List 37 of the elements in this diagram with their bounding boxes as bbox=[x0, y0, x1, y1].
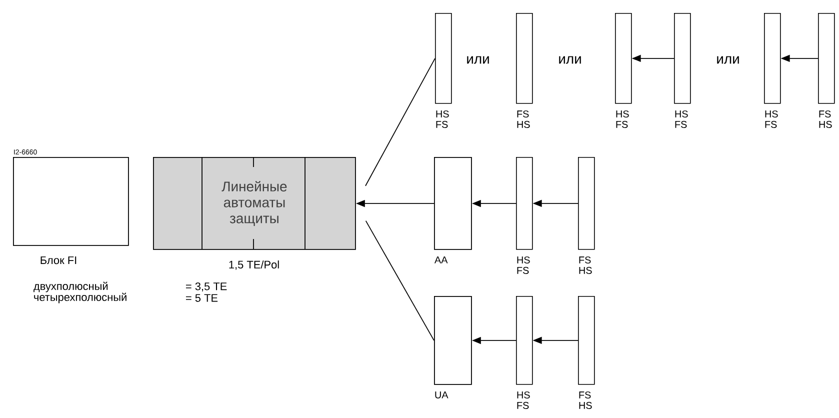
module-caption: HS FS bbox=[436, 110, 449, 128]
module-bar bbox=[764, 13, 781, 104]
module-caption: HS FS bbox=[765, 110, 778, 128]
module-bar bbox=[674, 13, 691, 104]
connector-line bbox=[365, 58, 436, 186]
module-bar bbox=[578, 157, 595, 250]
module-bar bbox=[818, 13, 835, 104]
module-box bbox=[13, 157, 129, 246]
breaker-module-box: Линейные автоматы защиты bbox=[153, 156, 356, 250]
module-caption: Блок FI bbox=[40, 256, 76, 264]
module-caption: AA bbox=[434, 256, 448, 264]
module-bar bbox=[615, 13, 632, 104]
label: = 3,5 TE bbox=[186, 282, 227, 292]
module-caption: FS HS bbox=[517, 110, 530, 128]
module-caption: FS HS bbox=[579, 391, 592, 409]
module-caption: 1,5 TE/Pol bbox=[229, 260, 279, 270]
module-bar bbox=[516, 157, 533, 250]
module-caption: HS FS bbox=[517, 391, 530, 409]
label: = 5 TE bbox=[186, 294, 218, 302]
label: или bbox=[467, 56, 489, 64]
module-bar bbox=[435, 13, 452, 104]
label: или bbox=[559, 56, 581, 64]
module-bar bbox=[578, 296, 595, 385]
module-caption: HS FS bbox=[616, 110, 629, 128]
module-box bbox=[434, 157, 472, 250]
module-caption: HS FS bbox=[517, 256, 530, 274]
module-bar bbox=[516, 296, 533, 385]
module-bar bbox=[516, 13, 533, 104]
module-caption: FS HS bbox=[579, 256, 592, 274]
module-caption: HS FS bbox=[675, 110, 688, 128]
module-box bbox=[434, 296, 472, 385]
label: или bbox=[717, 56, 739, 64]
module-caption: FS HS bbox=[819, 110, 832, 128]
module-caption: UA bbox=[435, 391, 448, 398]
label: двухполюсный bbox=[34, 282, 108, 292]
label: четырехполюсный bbox=[34, 292, 126, 304]
connector-line bbox=[365, 220, 434, 341]
